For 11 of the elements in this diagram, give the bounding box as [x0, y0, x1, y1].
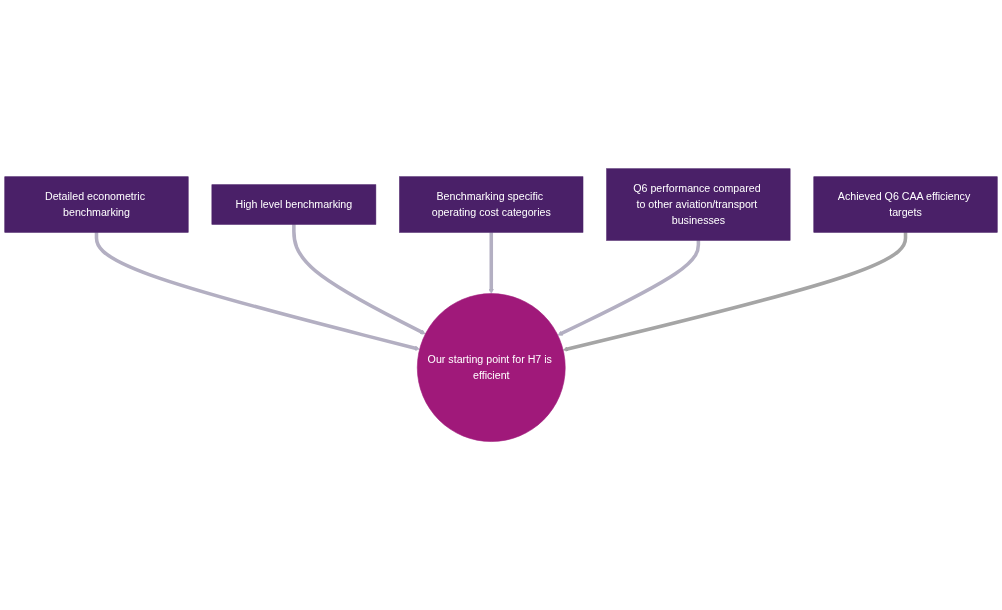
arrow: [292, 224, 426, 335]
arrow: [94, 232, 420, 351]
arrow: [557, 240, 701, 336]
node-box: Detailed econometric benchmarking: [4, 176, 189, 233]
node-box: Benchmarking specific operating cost categories: [399, 176, 584, 233]
node-box: Achieved Q6 CAA efficiency targets: [813, 176, 998, 233]
node-box: High level benchmarking: [211, 184, 377, 225]
arrow: [562, 232, 908, 352]
node-box: Q6 performance compared to other aviation/transport businesses: [606, 168, 791, 241]
arrow: [488, 232, 494, 294]
node-circle: Our starting point for H7 is efficient: [417, 293, 566, 442]
